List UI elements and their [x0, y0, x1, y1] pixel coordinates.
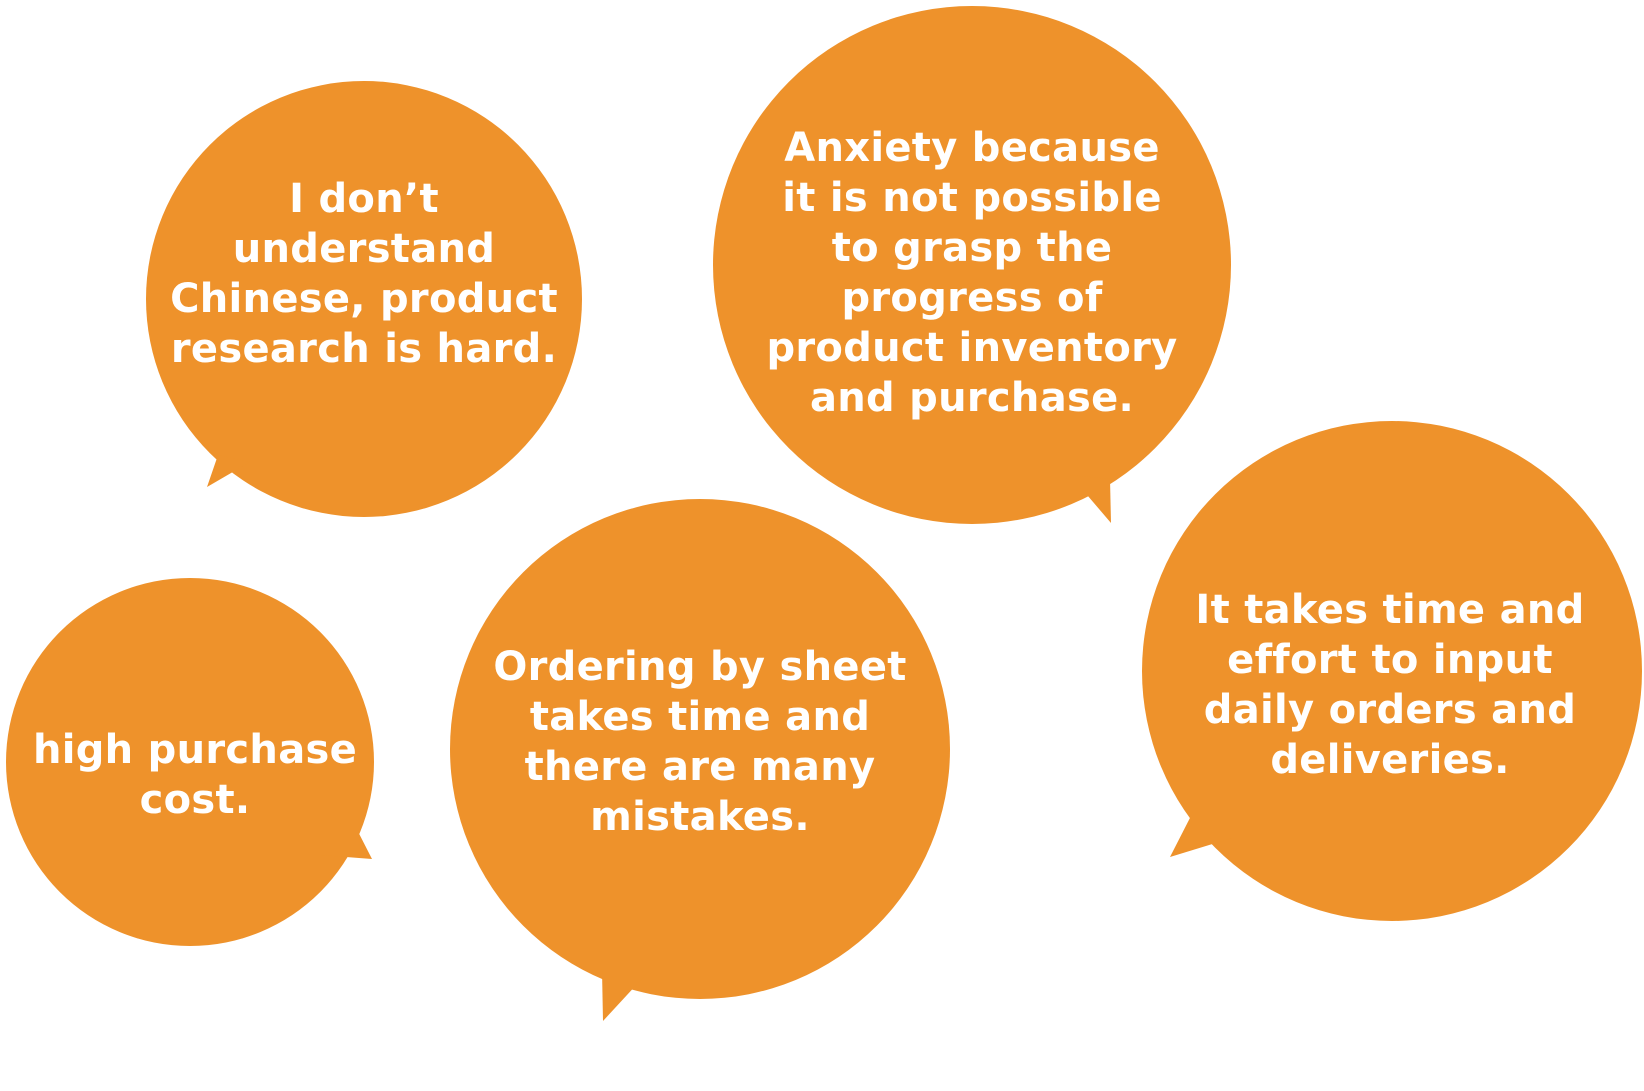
- speech-bubble-sheet-ordering: [450, 499, 950, 1021]
- bubble-text-line: understand: [232, 226, 496, 272]
- bubble-circle: [6, 578, 374, 946]
- bubble-tail: [602, 970, 650, 1021]
- bubble-text-line: to grasp the: [831, 225, 1113, 271]
- bubble-circle: [1142, 421, 1642, 921]
- speech-bubble-purchase-cost: [6, 578, 374, 946]
- bubble-text-line: cost.: [139, 777, 251, 823]
- bubble-circle: [713, 6, 1231, 524]
- bubble-text-line: progress of: [841, 275, 1103, 321]
- bubble-text-line: there are many: [524, 744, 876, 790]
- bubble-text-line: research is hard.: [170, 326, 558, 372]
- bubble-text-line: mistakes.: [590, 794, 810, 840]
- bubble-text-line: and purchase.: [809, 375, 1135, 421]
- bubble-tail: [1070, 475, 1111, 523]
- bubble-tail: [207, 455, 250, 487]
- bubble-text-sheet-ordering: Ordering by sheet takes time and there a…: [490, 642, 910, 842]
- bubble-text-purchase-cost: high purchase cost.: [20, 725, 370, 825]
- bubble-text-line: Chinese, product: [170, 276, 558, 322]
- bubble-circle: [450, 499, 950, 999]
- bubble-text-line: It takes time and: [1195, 587, 1585, 633]
- speech-bubble-inventory-anxiety: [713, 6, 1231, 524]
- speech-bubble-chinese-research: [146, 81, 582, 517]
- speech-bubble-daily-input: [1142, 421, 1642, 921]
- bubble-tail: [320, 812, 372, 859]
- bubble-text-line: high purchase: [32, 727, 358, 773]
- bubble-text-line: effort to input: [1227, 637, 1553, 683]
- bubble-text-chinese-research: I don’t understand Chinese, product rese…: [164, 174, 564, 374]
- bubble-text-line: daily orders and: [1203, 687, 1577, 733]
- bubble-text-line: deliveries.: [1270, 737, 1510, 783]
- bubble-text-line: it is not possible: [782, 175, 1162, 221]
- bubble-text-line: Ordering by sheet: [493, 644, 907, 690]
- bubble-text-daily-input: It takes time and effort to input daily …: [1180, 585, 1600, 785]
- bubble-text-line: takes time and: [529, 694, 871, 740]
- bubble-tail: [1170, 812, 1232, 857]
- bubble-circle: [146, 81, 582, 517]
- bubble-text-inventory-anxiety: Anxiety because it is not possible to gr…: [757, 123, 1187, 423]
- bubble-text-line: I don’t: [289, 176, 439, 222]
- bubble-text-line: Anxiety because: [784, 125, 1160, 171]
- bubble-text-line: product inventory: [766, 325, 1178, 371]
